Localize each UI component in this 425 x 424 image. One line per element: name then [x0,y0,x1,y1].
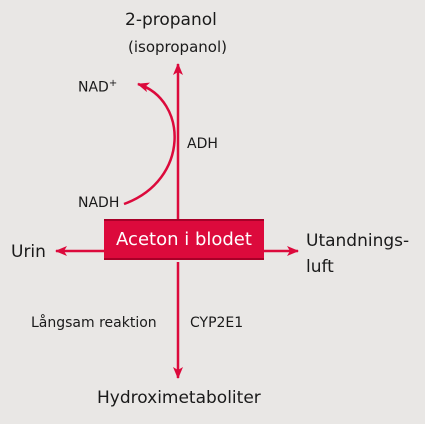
isopropanol-label: (isopropanol) [128,38,227,56]
adh-enzyme-label: ADH [187,136,218,152]
nad-text: NAD [78,79,109,96]
acetone-in-blood-box: Aceton i blodet [104,219,264,260]
slow-reaction-label: Långsam reaktion [31,315,157,331]
exhaled-air-label-line1: Utandnings- [306,231,410,251]
acetone-in-blood-label: Aceton i blodet [116,229,252,250]
urine-label: Urin [11,242,46,262]
nad-superscript: + [108,78,118,89]
propanol-label: 2-propanol [125,10,217,30]
curved-arrow-nadh-to-nad [123,82,176,206]
hydroxymetabolites-label: Hydroximetaboliter [97,388,261,408]
nad-plus-label: NAD+ [78,79,117,95]
exhaled-air-label-line2: luft [306,257,334,277]
cyp2e1-enzyme-label: CYP2E1 [190,315,244,331]
nadh-label: NADH [78,195,120,211]
